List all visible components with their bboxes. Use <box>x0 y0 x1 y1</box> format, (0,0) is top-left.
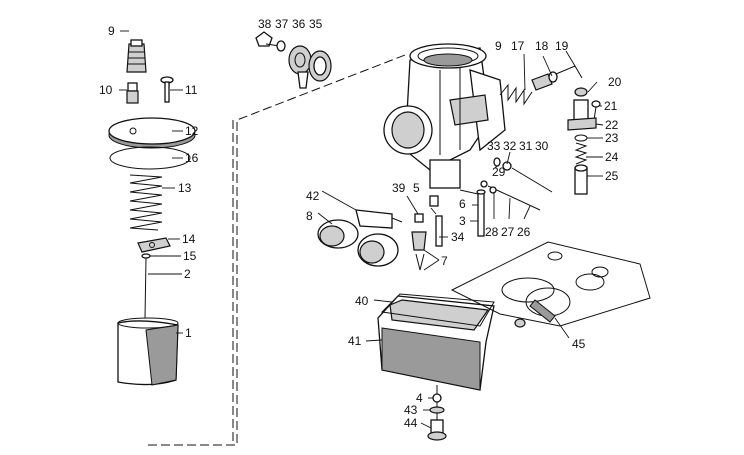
part-label-19: 19 <box>555 39 569 53</box>
part-label-35: 35 <box>309 17 323 31</box>
part-label-39: 39 <box>392 181 406 195</box>
part-label-9: 9 <box>108 24 115 38</box>
part-label-25: 25 <box>605 169 619 183</box>
spring-24 <box>574 142 588 165</box>
cable-adjuster-36 <box>288 45 312 89</box>
part-label-41: 41 <box>348 334 362 348</box>
body-22 <box>567 99 597 131</box>
part-label-31: 31 <box>519 139 533 153</box>
part-label-22: 22 <box>605 118 619 132</box>
clip-15 <box>141 253 151 259</box>
gasket-40 <box>380 293 495 327</box>
part-label-8: 8 <box>306 209 313 223</box>
part-label-23: 23 <box>605 131 619 145</box>
cable-19 <box>555 65 583 79</box>
part-label-2: 2 <box>184 267 191 281</box>
part-label-11: 11 <box>185 83 198 97</box>
screw-11 <box>160 76 174 103</box>
carburetor-body <box>383 43 506 189</box>
part-label-28: 28 <box>485 225 499 239</box>
o-ring-16 <box>109 146 191 170</box>
part-label-7: 7 <box>441 254 448 268</box>
plunger-25 <box>574 164 588 195</box>
part-label-42: 42 <box>306 189 320 203</box>
spring-13 <box>129 174 163 231</box>
leader-lines <box>119 30 604 429</box>
part-label-3: 3 <box>459 214 466 228</box>
part-label-10: 10 <box>99 83 113 97</box>
cap-20 <box>574 87 588 97</box>
cover-35 <box>308 50 332 82</box>
part-label-1: 1 <box>185 326 192 340</box>
part-label-27: 27 <box>501 225 515 239</box>
part-label-33: 33 <box>487 139 501 153</box>
part-label-6: 6 <box>459 197 466 211</box>
needle-valve-39-7 <box>411 213 427 271</box>
part-label-36: 36 <box>292 17 306 31</box>
part-label-17: 17 <box>511 39 525 53</box>
part-label-4: 4 <box>416 391 423 405</box>
part-label-37: 37 <box>275 17 289 31</box>
part-label-40: 40 <box>355 294 369 308</box>
gasket-set-45 <box>450 241 651 328</box>
part-labels: 9 10 11 12 16 13 14 15 2 1 38 37 36 35 9… <box>99 17 622 430</box>
cap-screw-9 <box>126 39 147 73</box>
part-label-18: 18 <box>535 39 549 53</box>
part-label-34: 34 <box>451 230 465 244</box>
top-cover-12 <box>108 117 196 149</box>
part-label-29: 29 <box>492 165 506 179</box>
part-label-12: 12 <box>185 124 199 138</box>
part-label-26: 26 <box>517 225 531 239</box>
float-8 <box>317 209 403 267</box>
part-label-32: 32 <box>503 139 517 153</box>
needle-clip-14 <box>137 237 171 253</box>
part-label-30: 30 <box>535 139 549 153</box>
nut-18 <box>548 71 558 83</box>
part-label-20: 20 <box>608 75 622 89</box>
drain-parts <box>427 393 447 441</box>
fitting-17 <box>531 73 553 91</box>
float-bowl-41 <box>377 295 495 391</box>
o-ring-23 <box>574 134 588 142</box>
throttle-slide-1 <box>117 317 179 386</box>
washer-37 <box>276 40 286 52</box>
part-label-45: 45 <box>572 337 586 351</box>
part-label-21: 21 <box>604 99 618 113</box>
part-label-43: 43 <box>404 403 418 417</box>
part-label-9-right: 9 <box>495 39 502 53</box>
float-pin-42 <box>321 190 357 211</box>
jet-parts-3-6-34 <box>429 189 486 247</box>
part-label-24: 24 <box>605 150 619 164</box>
adjust-screws-26-33 <box>480 157 553 211</box>
part-label-38: 38 <box>258 17 272 31</box>
jet-needle-2 <box>144 257 147 319</box>
part-label-15: 15 <box>183 249 197 263</box>
part-label-13: 13 <box>178 181 192 195</box>
screw-38 <box>255 31 281 47</box>
part-label-14: 14 <box>182 232 196 246</box>
part-label-44: 44 <box>404 416 418 430</box>
adjuster-10 <box>126 82 139 104</box>
spring-9-right <box>499 83 533 106</box>
part-label-5: 5 <box>413 181 420 195</box>
part-label-16: 16 <box>185 151 199 165</box>
screw-21 <box>591 100 601 121</box>
